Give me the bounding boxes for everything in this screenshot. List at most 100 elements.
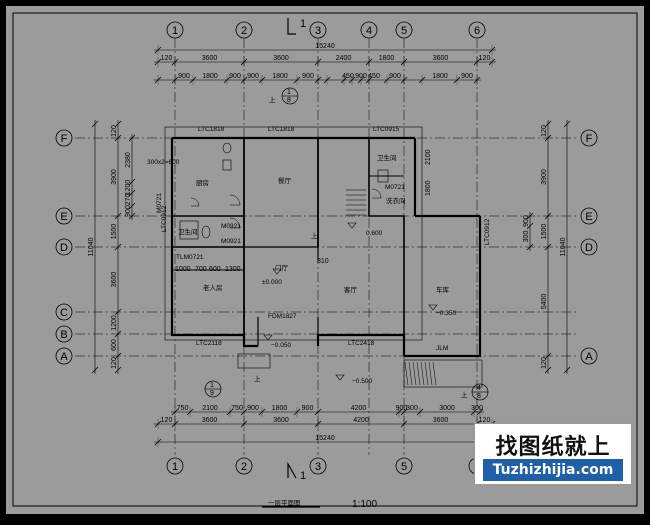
dim-tick	[114, 330, 122, 338]
dim-left-outer-label: 120	[111, 357, 118, 369]
axis-bubble-bottom-5	[395, 457, 413, 475]
dim-tick	[526, 243, 534, 251]
wall-segment	[170, 136, 482, 358]
dim-top-2-label: 900	[389, 73, 401, 80]
ramp-hatch	[424, 361, 429, 386]
window-ltc0912-left: LTC0912	[161, 205, 168, 232]
detail-1-top: 1	[287, 89, 291, 96]
dim-tick	[544, 243, 552, 251]
stair-1800: 1800	[425, 180, 432, 196]
elevation-marker	[347, 222, 357, 229]
dim-tick	[544, 120, 552, 128]
section-mark-bottom: 1	[300, 470, 306, 482]
door-tlm0721: TLM0721	[176, 254, 204, 261]
axis-bubble-right-D	[580, 238, 598, 256]
room-bathroom: 卫生间	[178, 227, 198, 236]
dim-left-outer-label: 1500	[111, 224, 118, 240]
dim-left-outer-label: 3600	[111, 272, 118, 288]
elevation-marker	[263, 334, 273, 341]
window-ltc0915: LTC0915	[373, 126, 400, 133]
ramp-hatch	[420, 361, 425, 386]
dim-top-2-label: 900	[461, 73, 473, 80]
door-swing	[190, 197, 200, 207]
dim-tick	[128, 212, 136, 220]
dim-left-outer-label: 600	[111, 339, 118, 351]
toilet	[201, 225, 211, 239]
entry-steps	[237, 353, 271, 369]
detail-1-bottom: 8	[287, 97, 291, 104]
axis-bubble-bottom-2	[235, 457, 253, 475]
dim-left-inner-label: 270	[125, 194, 132, 206]
room-living: 客厅	[344, 285, 358, 294]
axis-bubble-top-3-label: 3	[315, 25, 321, 37]
ramp-hatch	[416, 361, 421, 386]
dim-tick	[114, 212, 122, 220]
dim-bottom-total-label: 15240	[315, 435, 335, 442]
axis-bubble-top-5-label: 5	[401, 25, 407, 37]
wall-segment	[368, 138, 405, 335]
axis-bubble-left-F	[55, 129, 73, 147]
dim-bottom-2-label: 3600	[202, 417, 218, 424]
detail-3-top: 4	[477, 385, 481, 392]
axis-bubble-left-D	[55, 238, 73, 256]
foundation-outline	[164, 126, 423, 341]
sub-dim-1300: 1300	[225, 266, 241, 273]
axis-bubble-left-B	[55, 325, 73, 343]
room-hall: 门厅	[275, 263, 289, 272]
dim-right-outer-label: 120	[541, 125, 548, 137]
dim-bottom-1-label: 4200	[351, 405, 367, 412]
dim-left-outer-label: 120	[111, 125, 118, 137]
elev-hall: ±0.000	[262, 279, 282, 286]
watermark-logo: 找图纸就上 Tuzhizhijia.com	[474, 423, 632, 485]
axis-bubble-left-E-label: E	[60, 211, 67, 223]
section-mark-top: 1	[300, 18, 306, 30]
elevation-marker	[428, 304, 438, 311]
detail-2-top: 1	[210, 382, 214, 389]
dim-top-2-label: 1800	[202, 73, 218, 80]
detail-2-bottom: 9	[210, 390, 214, 397]
dim-top-2-label: 1800	[272, 73, 288, 80]
dim-tick	[114, 120, 122, 128]
dim-tick	[91, 366, 99, 374]
axis-bubble-bottom-5-label: 5	[401, 461, 407, 473]
dim-tick	[128, 202, 136, 210]
dim-bottom-1-label: 900	[396, 405, 408, 412]
dim-right-outer-label: 1500	[541, 224, 548, 240]
sub-dim-700: 700	[195, 266, 207, 273]
dim-tick	[114, 243, 122, 251]
window-ltc1818-a: LTC1818	[198, 126, 225, 133]
door-swing	[371, 188, 382, 199]
dim-top-2-label: 900	[229, 73, 241, 80]
door-jlm: JLM	[436, 345, 448, 352]
up-arrow-3: 上	[254, 374, 261, 383]
axis-bubble-bottom-2-label: 2	[241, 461, 247, 473]
elev-garage: −0.350	[436, 310, 456, 317]
dim-left-outer-label: 3900	[111, 169, 118, 185]
dim-left-total-label: 11040	[88, 237, 95, 256]
dim-tick	[544, 134, 552, 142]
inner-frame	[12, 12, 638, 507]
axis-bubble-top-1-label: 1	[172, 25, 178, 37]
axis-bubbles: 12345612356FEDCBAFEDA	[55, 21, 598, 475]
dim-right-total-label: 11040	[560, 237, 567, 256]
dim-bottom-1-label: 750	[231, 405, 243, 412]
dim-left-inner-label: 2380	[125, 152, 132, 168]
axis-bubble-left-C	[55, 303, 73, 321]
ramp-hatch	[428, 361, 433, 386]
axis-bubble-right-E-label: E	[585, 211, 592, 223]
drawing-title: 一层平面图	[268, 499, 301, 507]
axis-bubble-left-A-label: A	[60, 351, 68, 363]
dim-bottom-1-label: 300	[471, 405, 483, 412]
sub-dim-1000: 1000	[175, 266, 191, 273]
axis-bubble-bottom-3-label: 3	[315, 461, 321, 473]
axis-bubble-left-E	[55, 207, 73, 225]
ramp-hatch	[432, 361, 437, 386]
window-ltc1818-b: LTC1818	[268, 126, 295, 133]
room-elder: 老人房	[203, 283, 223, 292]
dim-tick	[114, 134, 122, 142]
axis-bubble-top-4	[360, 21, 378, 39]
dim-top-2-label: 900	[355, 73, 367, 80]
garage-ramp	[403, 359, 483, 388]
fixtures	[179, 142, 483, 388]
window-ltc2418: LTC2418	[348, 340, 375, 347]
